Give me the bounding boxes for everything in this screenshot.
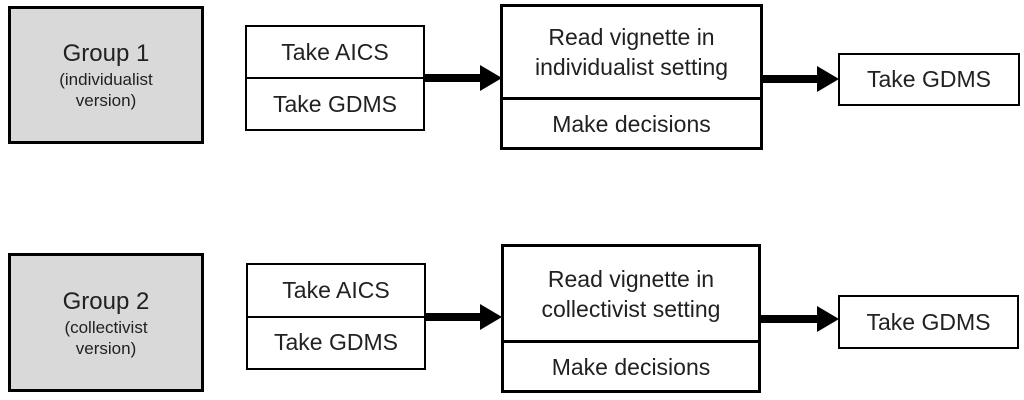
group1-vignette-line2: individualist setting [534, 54, 729, 80]
group1-decisions-label: Make decisions [552, 110, 711, 137]
group1-subtitle-line2: version) [75, 91, 137, 110]
group2-subtitle-line1: (collectivist [64, 317, 148, 337]
group1-arrow1-icon [424, 74, 481, 82]
group1-arrow2-icon [762, 75, 818, 83]
group2-posttest-box: Take GDMS [838, 295, 1019, 349]
group2-arrow2-head-icon [817, 306, 839, 332]
group1-pretest-box: Take AICS Take GDMS [245, 25, 425, 131]
group1-title: Group 1 [62, 40, 150, 67]
group2-title: Group 2 [62, 287, 150, 315]
group2-posttest-label: Take GDMS [866, 308, 991, 335]
group2-task-box: Read vignette in collectivist setting Ma… [501, 244, 761, 393]
group2-arrow2-icon [760, 315, 818, 323]
group2-arrow1-icon [425, 313, 481, 321]
group1-task-box: Read vignette in individualist setting M… [500, 4, 763, 150]
group1-arrow2-head-icon [817, 66, 839, 92]
group2-pretest-aics-label: Take AICS [248, 265, 424, 318]
group2-vignette-line2: collectivist setting [541, 295, 721, 322]
group2-box: Group 2 (collectivist version) [8, 253, 204, 392]
group2-pretest-box: Take AICS Take GDMS [246, 263, 426, 370]
group1-arrow1-head-icon [480, 65, 502, 91]
group2-vignette-line1: Read vignette in [547, 265, 715, 292]
group1-box: Group 1 (individualist version) [8, 6, 204, 144]
group2-subtitle-line2: version) [75, 338, 137, 358]
group1-subtitle-line1: (individualist [59, 70, 153, 89]
group1-pretest-gdms-label: Take GDMS [273, 90, 397, 117]
group2-vignette-cell: Read vignette in collectivist setting [504, 247, 758, 343]
group2-decisions-label: Make decisions [551, 353, 711, 380]
group1-pretest-aics-label: Take AICS [247, 27, 423, 79]
group1-posttest-label: Take GDMS [867, 66, 991, 92]
group2-arrow1-head-icon [480, 304, 502, 330]
group1-vignette-line1: Read vignette in [548, 24, 715, 50]
group2-pretest-gdms-label: Take GDMS [274, 329, 398, 356]
group1-vignette-cell: Read vignette in individualist setting [503, 7, 760, 100]
group1-posttest-box: Take GDMS [838, 53, 1020, 106]
